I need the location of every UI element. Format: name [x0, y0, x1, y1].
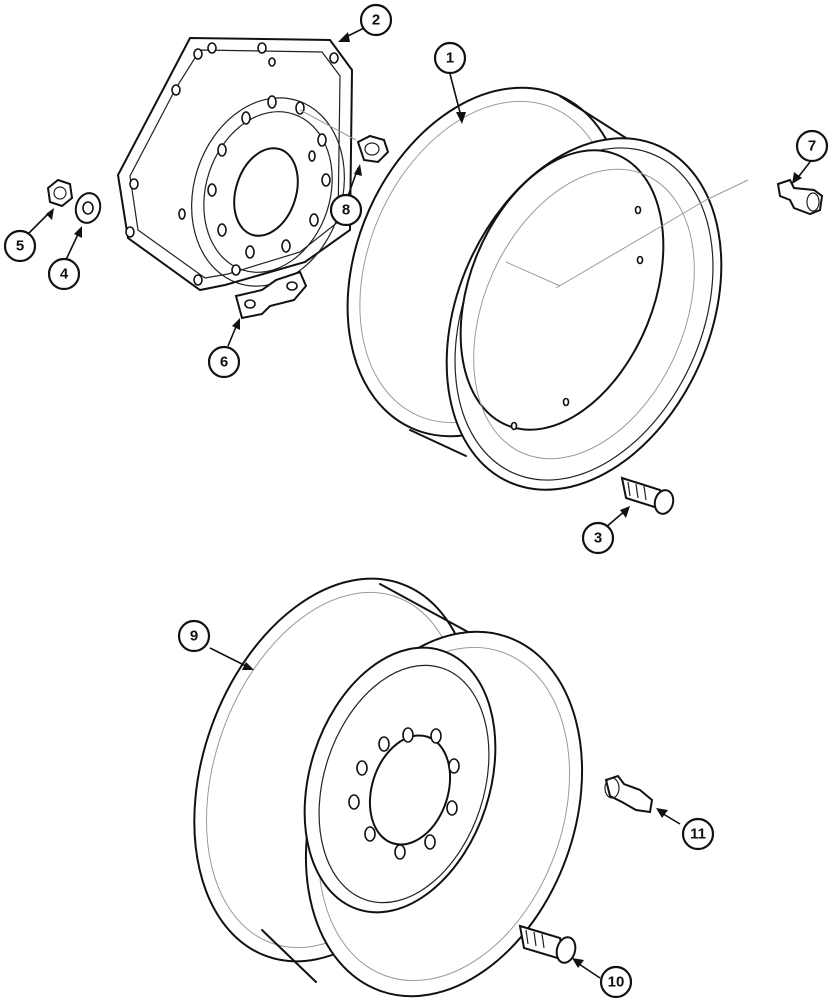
callout-label: 6	[220, 354, 228, 371]
disc-wheel	[193, 577, 584, 998]
callout-label: 8	[342, 202, 350, 219]
callout-label: 9	[190, 628, 198, 645]
callout-6: 6	[207, 345, 241, 379]
wheel-rim	[346, 86, 749, 491]
callout-label: 5	[16, 238, 24, 255]
washer	[74, 192, 102, 224]
callout-label: 10	[608, 974, 625, 991]
flange-nut	[356, 134, 390, 164]
lock-tab	[234, 270, 308, 320]
valve-stem	[776, 178, 824, 216]
callout-7: 7	[795, 129, 829, 163]
callout-8: 8	[329, 193, 363, 227]
callout-2: 2	[359, 3, 393, 37]
mounting-plate	[116, 36, 354, 292]
callout-11: 11	[681, 817, 715, 851]
rim-bolt	[620, 476, 675, 515]
valve-stem-lower	[604, 774, 654, 814]
wheel-bolt	[518, 924, 577, 964]
hex-nut	[46, 178, 74, 208]
callout-4: 4	[47, 257, 81, 291]
callout-label: 11	[690, 826, 706, 843]
callout-label: 7	[808, 138, 816, 155]
callout-label: 4	[60, 266, 69, 283]
assembly-centerline	[299, 109, 357, 141]
callout-9: 9	[177, 619, 211, 653]
callout-1: 1	[433, 41, 467, 75]
callout-3: 3	[581, 521, 615, 555]
callout-label: 1	[446, 50, 454, 67]
callout-10: 10	[599, 965, 633, 999]
callout-label: 2	[372, 12, 380, 29]
callout-label: 3	[594, 530, 602, 547]
leader-lines	[25, 27, 811, 979]
callout-5: 5	[3, 229, 37, 263]
